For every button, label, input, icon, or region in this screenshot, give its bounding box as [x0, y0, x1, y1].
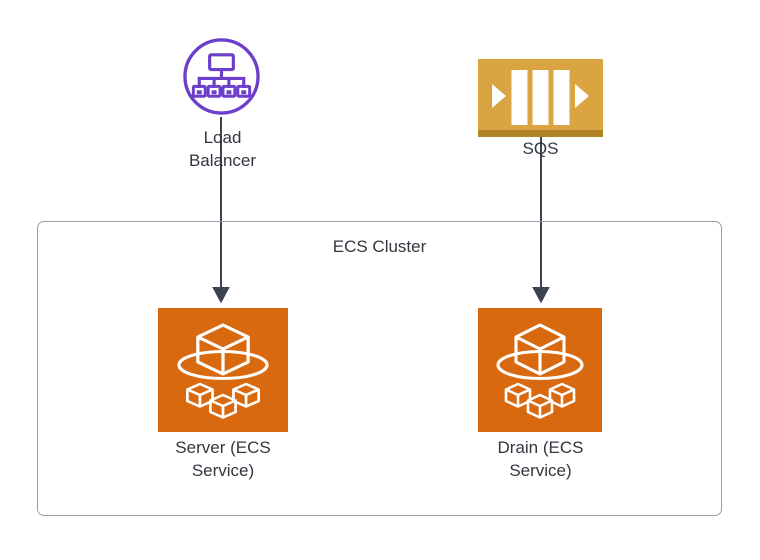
server-ecs-service-label: Server (ECS Service) [175, 438, 271, 480]
ecs-cluster-label: ECS Cluster [332, 237, 427, 256]
server-ecs-service-icon[interactable] [158, 308, 288, 432]
drain-ecs-service-icon[interactable] [478, 308, 602, 432]
drain-ecs-service-label: Drain (ECS Service) [497, 438, 584, 480]
load-balancer-icon[interactable] [182, 37, 261, 116]
sqs-queue-icon[interactable] [478, 59, 603, 137]
load-balancer-label: Load Balancer [188, 128, 257, 170]
ecs-cluster-container [37, 221, 722, 516]
sqs-label: SQS [522, 139, 559, 158]
